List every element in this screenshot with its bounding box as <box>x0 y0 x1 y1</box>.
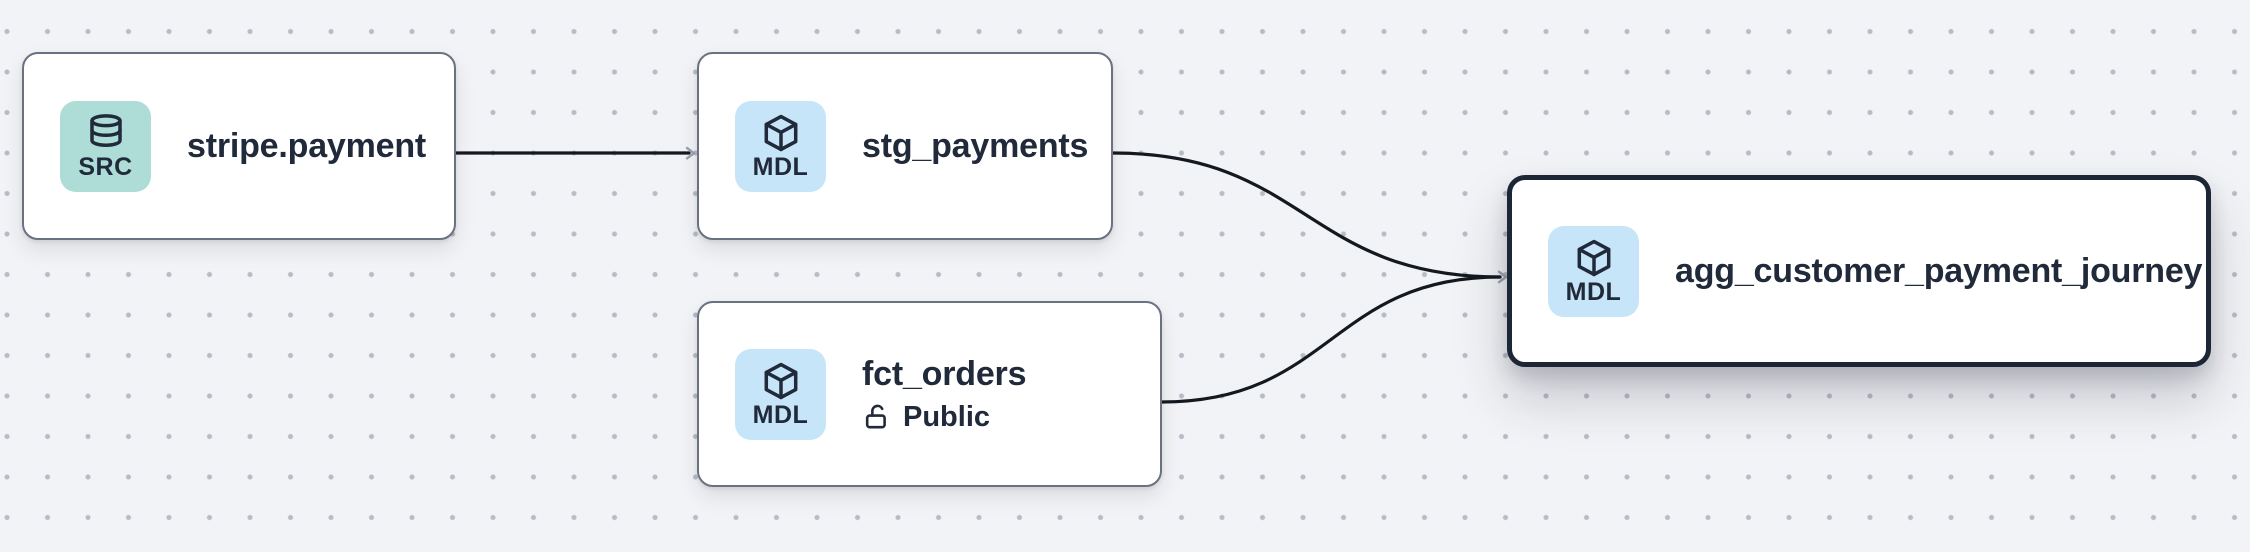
database-icon <box>89 114 122 147</box>
arrowhead-icon <box>1497 270 1508 284</box>
badge-label: MDL <box>752 153 809 181</box>
badge-label: MDL <box>752 401 809 429</box>
source-badge: SRC <box>60 100 151 192</box>
badge-label: MDL <box>1565 278 1622 306</box>
node-title: fct_orders <box>862 354 1027 393</box>
node-agg-customer-payment-journey[interactable]: MDL agg_customer_payment_journey <box>1507 175 2211 367</box>
lock-open-icon <box>865 404 886 428</box>
node-stripe-payment[interactable]: SRC stripe.payment <box>22 52 456 240</box>
model-badge: MDL <box>735 348 826 440</box>
model-badge: MDL <box>1548 225 1639 317</box>
edge-stg-payments-to-agg-customer-payment-journey <box>1111 151 1502 279</box>
model-badge: MDL <box>735 100 826 192</box>
cube-icon <box>1577 239 1610 277</box>
badge-label: SRC <box>78 153 133 181</box>
node-text: fct_orders Public <box>862 355 1026 434</box>
node-stg-payments[interactable]: MDL stg_payments <box>697 52 1113 240</box>
node-title: agg_customer_payment_journey <box>1675 251 2203 290</box>
node-fct-orders[interactable]: MDL fct_orders Public <box>697 301 1162 487</box>
cube-icon <box>764 362 797 400</box>
cube-icon <box>764 114 797 152</box>
access-row: Public <box>862 401 1026 434</box>
node-title: stripe.payment <box>187 126 427 165</box>
access-label: Public <box>903 400 991 433</box>
edge-fct-orders-to-agg-customer-payment-journey <box>1160 275 1502 404</box>
node-title: stg_payments <box>862 126 1089 165</box>
arrowhead-icon <box>685 146 696 160</box>
